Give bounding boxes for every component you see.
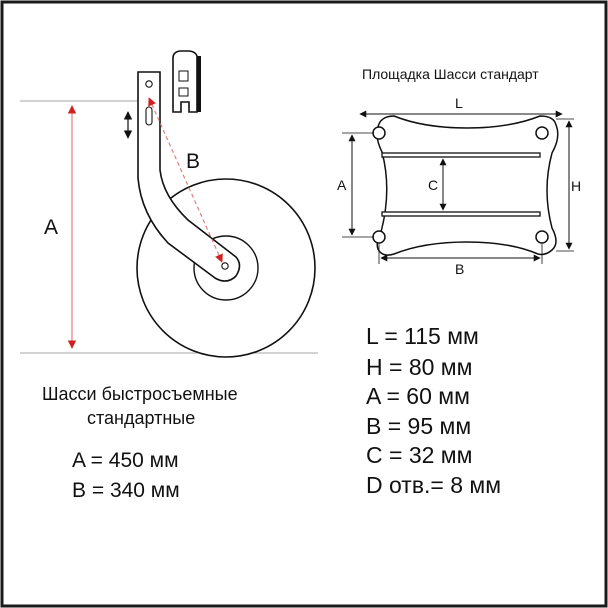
plate-title: Площадка Шасси стандарт <box>362 66 539 82</box>
strut-top-hole <box>145 80 153 88</box>
plate-outline <box>376 115 559 256</box>
bracket-slot-bottom <box>178 87 189 97</box>
wheel-spec-b: B = 340 мм <box>72 479 180 502</box>
wheel-assembly: A B <box>20 50 318 358</box>
plate-label-c: C <box>428 177 438 193</box>
plate-label-l: L <box>455 95 463 111</box>
plate-spec-a: A = 60 мм <box>366 383 470 409</box>
wheel-spec-a: A = 450 мм <box>72 449 179 472</box>
bracket-plate <box>197 56 201 112</box>
dimension-b-line <box>148 97 223 263</box>
mounting-plate: L H A C B Площадка Шасси стандарт <box>337 66 581 277</box>
plate-slot-top <box>381 152 541 158</box>
plate-label-h: H <box>571 178 581 194</box>
plate-label-a: A <box>337 177 347 193</box>
wheel-caption-line1: Шасси быстросъемные <box>42 384 238 404</box>
plate-spec-c: C = 32 мм <box>366 442 473 468</box>
axle-hole <box>221 262 229 270</box>
plate-hole-bl <box>372 230 386 244</box>
plate-spec-h: H = 80 мм <box>366 354 473 380</box>
plate-slot-bottom <box>381 211 541 217</box>
wheel-caption-line2: стандартные <box>87 408 196 428</box>
plate-spec-l: L = 115 мм <box>366 323 479 349</box>
plate-spec-d: D отв.= 8 мм <box>366 472 502 498</box>
plate-hole-tr <box>535 126 549 140</box>
wheel-label-a: A <box>44 216 58 239</box>
plate-hole-br <box>535 230 549 244</box>
strut-adjust-slot <box>145 106 153 126</box>
plate-hole-tl <box>372 126 386 140</box>
wheel-label-b: B <box>186 150 200 173</box>
plate-label-b: B <box>455 261 464 277</box>
plate-spec-b: B = 95 мм <box>366 413 472 439</box>
bracket-slot-top <box>178 70 189 82</box>
